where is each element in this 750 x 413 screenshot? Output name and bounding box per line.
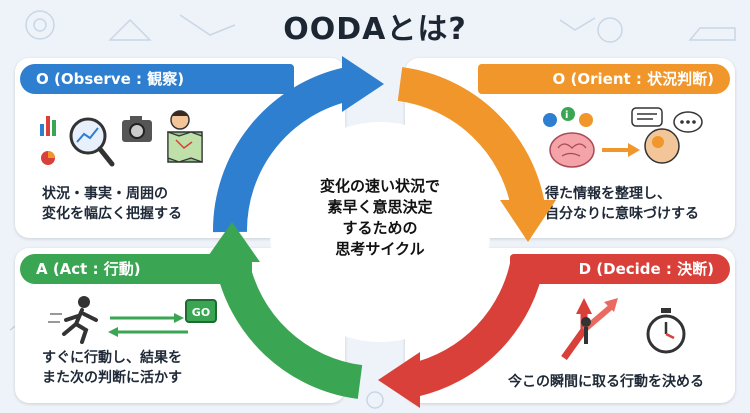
orient-label: O (Orient : 状況判断) bbox=[478, 64, 730, 94]
act-arrow bbox=[204, 222, 363, 399]
stopwatch-icon bbox=[646, 308, 686, 354]
observe-description: 状況・事実・周囲の 変化を幅広く把握する bbox=[42, 184, 182, 224]
observe-arrow bbox=[212, 56, 384, 233]
act-desc-line-2: また次の判断に活かす bbox=[42, 370, 182, 386]
orient-illustrations: i bbox=[543, 107, 703, 168]
center-circle bbox=[270, 122, 490, 342]
orient-desc-line-1: 得た情報を整理し、 bbox=[545, 186, 671, 202]
camera-icon bbox=[122, 116, 152, 142]
thinking-person-icon bbox=[631, 107, 703, 164]
act-description: すぐに行動し、結果を また次の判断に活かす bbox=[42, 348, 182, 388]
person-map-icon bbox=[167, 110, 203, 163]
running-person-icon bbox=[48, 296, 98, 344]
decide-label-text: D (Decide : 決断) bbox=[578, 260, 714, 278]
decide-desc-line-1: 今この瞬間に取る行動を決める bbox=[508, 374, 704, 390]
orient-description: 得た情報を整理し、 自分なりに意味づけする bbox=[545, 184, 699, 224]
page-title: OODAとは? bbox=[283, 12, 467, 47]
observe-illustrations bbox=[40, 110, 203, 167]
act-illustrations: GO bbox=[48, 296, 217, 344]
go-sign-text: GO bbox=[192, 306, 210, 319]
center-description: 変化の速い状況で 素早く意思決定 するための 思考サイクル bbox=[298, 176, 462, 260]
brain-icon bbox=[549, 132, 595, 168]
center-line-4: 思考サイクル bbox=[335, 240, 425, 258]
orient-desc-line-2: 自分なりに意味づけする bbox=[545, 206, 699, 222]
decide-illustrations bbox=[561, 298, 686, 360]
center-line-1: 変化の速い状況で bbox=[319, 177, 440, 195]
decide-arrow bbox=[378, 256, 545, 408]
orient-label-text: O (Orient : 状況判断) bbox=[552, 70, 714, 88]
orient-arrow bbox=[397, 67, 556, 242]
center-line-3: するための bbox=[342, 219, 418, 237]
act-desc-line-1: すぐに行動し、結果を bbox=[42, 350, 182, 366]
act-label-text: A (Act : 行動) bbox=[36, 260, 141, 278]
center-line-2: 素早く意思決定 bbox=[327, 198, 433, 216]
decide-label: D (Decide : 決断) bbox=[510, 254, 730, 284]
observe-desc-line-2: 変化を幅広く把握する bbox=[42, 206, 182, 222]
fork-arrow-icon bbox=[561, 298, 618, 360]
chart-magnifier-icon bbox=[40, 116, 115, 167]
decide-description: 今この瞬間に取る行動を決める bbox=[508, 372, 704, 392]
arrow-right-icon bbox=[602, 143, 640, 157]
observe-label: O (Observe : 観察) bbox=[20, 64, 294, 94]
observe-label-text: O (Observe : 観察) bbox=[36, 70, 185, 88]
observe-desc-line-1: 状況・事実・周囲の bbox=[42, 186, 168, 202]
info-icons: i bbox=[543, 107, 593, 127]
svg-text:i: i bbox=[565, 110, 568, 121]
go-sign-icon: GO bbox=[185, 299, 217, 323]
exchange-arrows-icon bbox=[108, 313, 188, 337]
